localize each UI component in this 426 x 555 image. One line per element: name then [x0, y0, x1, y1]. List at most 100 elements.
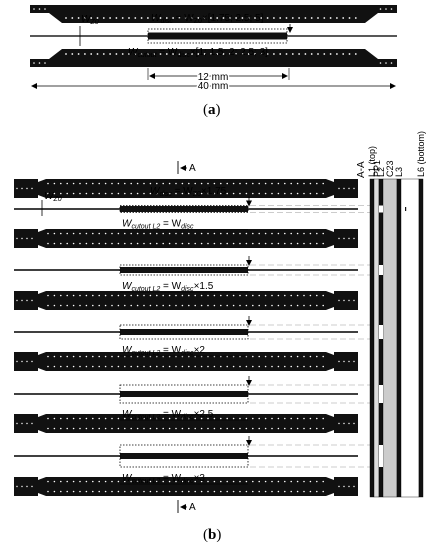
via-dot [277, 365, 280, 368]
via-dot [72, 355, 75, 358]
via-dot [264, 365, 267, 368]
via-dot [258, 417, 261, 420]
via-dot [134, 53, 137, 55]
cutout-outline [119, 444, 249, 468]
via-dot [149, 192, 152, 195]
via-dot [162, 242, 164, 245]
via-dot [26, 422, 28, 425]
via-dot [390, 62, 393, 64]
via-dot [143, 490, 145, 493]
via-dot [207, 304, 209, 307]
via-dot [342, 53, 345, 55]
via-dot [128, 17, 130, 19]
via-dot [85, 365, 88, 368]
via-dot [85, 490, 88, 493]
via-dot [60, 242, 62, 245]
via-dot [194, 417, 196, 420]
via-dot [226, 480, 228, 483]
via-dot [296, 355, 299, 358]
layer-label: L2 [376, 167, 386, 177]
via-dot [203, 17, 206, 19]
via-dot [226, 365, 228, 368]
via-dot [309, 490, 312, 493]
via-dot [188, 242, 190, 245]
layer-label: C23 [385, 160, 395, 177]
via-dot [140, 53, 143, 55]
via-dot [232, 427, 235, 430]
via-dot [136, 417, 139, 420]
via-dot [149, 417, 152, 420]
layer-stack [369, 178, 424, 498]
via-dot [210, 53, 212, 55]
via-dot [316, 294, 318, 297]
via-dot [98, 304, 100, 307]
via-dot [136, 242, 139, 245]
via-dot [53, 304, 56, 307]
via-dot [117, 182, 120, 185]
via-dot [47, 480, 49, 483]
via-dot [260, 53, 263, 55]
via-dot [226, 417, 228, 420]
via-dot [111, 480, 113, 483]
via-dot [79, 355, 81, 358]
via-dot [200, 365, 203, 368]
via-dot [111, 490, 113, 493]
via-dot [159, 17, 162, 19]
via-dot [102, 53, 105, 55]
via-dot [284, 480, 286, 483]
via-dot [16, 299, 18, 302]
via-dot [124, 417, 126, 420]
via-dot [252, 192, 254, 195]
via-dot [181, 192, 184, 195]
via-dot [77, 53, 80, 55]
via-dot [207, 417, 209, 420]
disc-section [120, 267, 248, 273]
via-dot [66, 242, 68, 245]
via-dot [181, 417, 184, 420]
l2-cutout [379, 445, 383, 467]
via-dot [277, 294, 280, 297]
via-dot [252, 304, 254, 307]
via-dot [143, 182, 145, 185]
via-dot [72, 417, 75, 420]
via-dot [245, 480, 248, 483]
via-dot [79, 490, 81, 493]
via-dot [147, 17, 149, 19]
via-dot [348, 360, 350, 363]
via-dot [271, 480, 273, 483]
via-dot [258, 232, 261, 235]
via-dot [104, 480, 107, 483]
via-dot [264, 417, 267, 420]
via-dot [98, 192, 100, 195]
via-dot [252, 427, 254, 430]
via-dot [226, 182, 228, 185]
via-dot [136, 182, 139, 185]
via-dot [92, 490, 94, 493]
disc-section [120, 329, 248, 335]
via-dot [96, 17, 99, 19]
cutout-label: Wcutout L2 = Wdisc×2.5 [122, 409, 214, 421]
via-dot [232, 417, 235, 420]
via-dot [226, 304, 228, 307]
via-dot [258, 480, 261, 483]
via-dot [322, 182, 325, 185]
via-dot [168, 480, 171, 483]
via-dot [92, 232, 94, 235]
via-dot [322, 417, 325, 420]
disc-section [120, 391, 248, 397]
via-dot [277, 490, 280, 493]
via-dot [130, 427, 132, 430]
via-dot [60, 365, 62, 368]
via-dot [165, 17, 168, 19]
via-dot [296, 294, 299, 297]
via-dot [60, 490, 62, 493]
via-dot [162, 232, 164, 235]
via-dot [290, 304, 293, 307]
via-dot [143, 304, 145, 307]
via-dot [343, 187, 345, 190]
via-dot [104, 490, 107, 493]
via-dot [168, 294, 171, 297]
via-dot [184, 17, 187, 19]
via-dot [79, 232, 81, 235]
cutout-outline [147, 28, 288, 44]
